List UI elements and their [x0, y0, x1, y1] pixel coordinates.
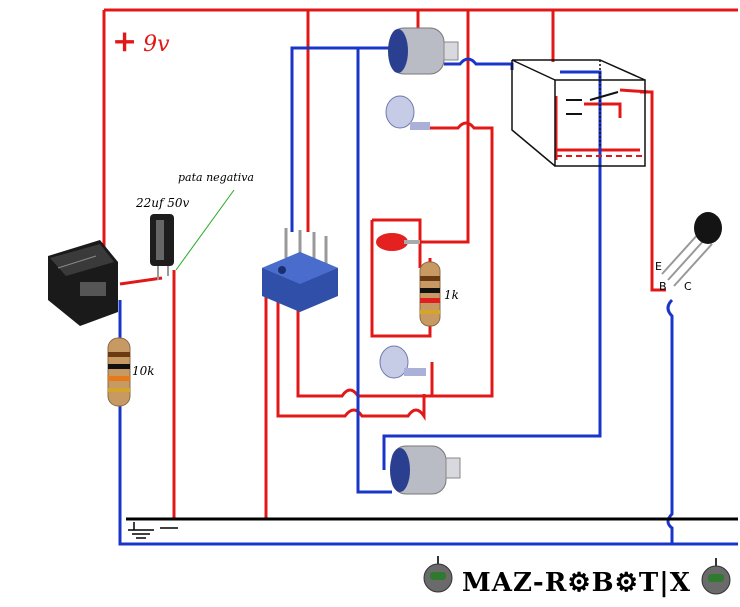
- ground-bus: [126, 517, 738, 539]
- supply-voltage: 9v: [143, 32, 170, 57]
- pin-b-label: B: [659, 280, 667, 293]
- resistor-10k-label: 10k: [132, 364, 155, 378]
- ic-mid2: [296, 298, 434, 398]
- brand-logo-text: MAZ-R⚙B⚙T|X: [462, 568, 691, 598]
- capacitor-label: 22uf 50v: [136, 196, 190, 210]
- microswitch: [48, 240, 118, 326]
- motor1-out: [444, 57, 514, 70]
- positive-wires: [102, 8, 738, 518]
- transistor-blue: [666, 298, 674, 544]
- transistor: [661, 212, 722, 287]
- relay-inner: [554, 96, 640, 160]
- capacitor-note: pata negativa: [178, 171, 254, 184]
- resistor-1k: [419, 261, 441, 327]
- motor-bottom: [390, 445, 461, 495]
- switch-to-cap: [119, 276, 163, 286]
- motor-top: [388, 27, 459, 75]
- ir-sensor-top: [385, 95, 430, 130]
- led-loop: [372, 10, 470, 268]
- supply-label: +9v: [112, 24, 170, 59]
- ic-mid: [276, 296, 426, 421]
- relay-to-transistor: [640, 90, 666, 292]
- plus-sign: +: [112, 24, 138, 59]
- pin-c-label: C: [684, 280, 692, 293]
- annotation-line: [175, 189, 235, 271]
- ic-chip: [262, 228, 338, 312]
- red-led: [376, 233, 420, 251]
- pin-e-label: E: [655, 260, 662, 273]
- robot-logo-left: [423, 556, 453, 593]
- ir-sensor-bottom: [379, 345, 426, 379]
- motor1-down: [356, 48, 392, 494]
- robot-logo-right: [701, 558, 731, 595]
- relay: [511, 59, 646, 167]
- resistor-1k-label: 1k: [444, 288, 459, 302]
- relay-blue: [382, 70, 602, 470]
- resistor-10k: [107, 337, 131, 407]
- capacitor-22uf: [150, 214, 174, 280]
